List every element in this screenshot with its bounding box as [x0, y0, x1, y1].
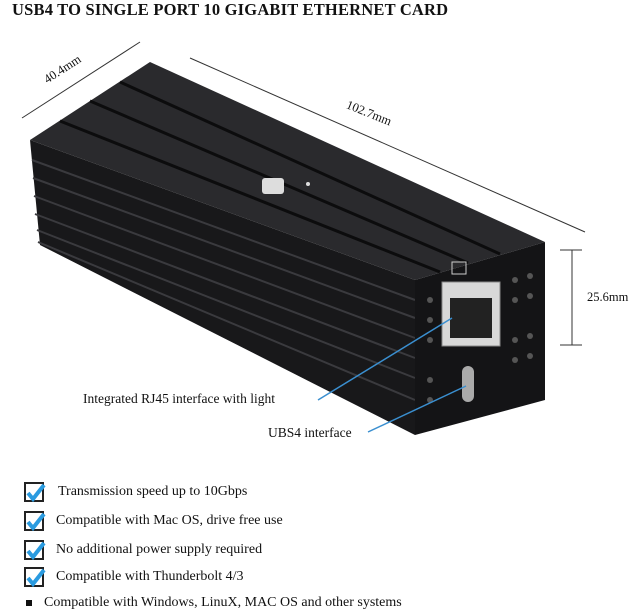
- feature-item: Compatible with Thunderbolt 4/3: [24, 567, 244, 587]
- feature-item: Compatible with Mac OS, drive free use: [24, 511, 283, 531]
- feature-text: Compatible with Mac OS, drive free use: [56, 513, 283, 528]
- height-dimension-label: 25.6mm: [587, 290, 629, 304]
- usb4-callout-line: [367, 385, 467, 433]
- checkbox-checked-icon: [24, 482, 46, 502]
- feature-item-bullet: Compatible with Windows, LinuX, MAC OS a…: [26, 595, 402, 611]
- feature-text: No additional power supply required: [56, 542, 263, 557]
- length-dimension-line: [189, 57, 586, 233]
- feature-text: Transmission speed up to 10Gbps: [58, 484, 248, 499]
- network-icon: [451, 261, 467, 275]
- page-title: USB4 TO SINGLE PORT 10 GIGABIT ETHERNET …: [12, 0, 449, 19]
- usb4-port: [462, 366, 474, 402]
- status-led: [306, 182, 310, 186]
- checkbox-checked-icon: [24, 540, 46, 560]
- device-top-face: [30, 62, 545, 280]
- feature-item: No additional power supply required: [24, 540, 262, 560]
- bullet-icon: [26, 600, 32, 606]
- usb4-callout: UBS4 interface: [268, 425, 352, 440]
- rj45-callout: Integrated RJ45 interface with light: [83, 391, 275, 406]
- checkbox-checked-icon: [24, 511, 46, 531]
- width-dimension-line: [21, 41, 141, 119]
- checkbox-checked-icon: [24, 567, 46, 587]
- feature-text: Compatible with Windows, LinuX, MAC OS a…: [44, 595, 402, 610]
- feature-item: Transmission speed up to 10Gbps: [24, 482, 247, 502]
- feature-text: Compatible with Thunderbolt 4/3: [56, 569, 244, 584]
- rj45-port-opening: [450, 298, 492, 338]
- rj45-callout-line: [317, 317, 453, 401]
- device-side-face: [30, 140, 415, 435]
- logo-mark: [262, 178, 284, 194]
